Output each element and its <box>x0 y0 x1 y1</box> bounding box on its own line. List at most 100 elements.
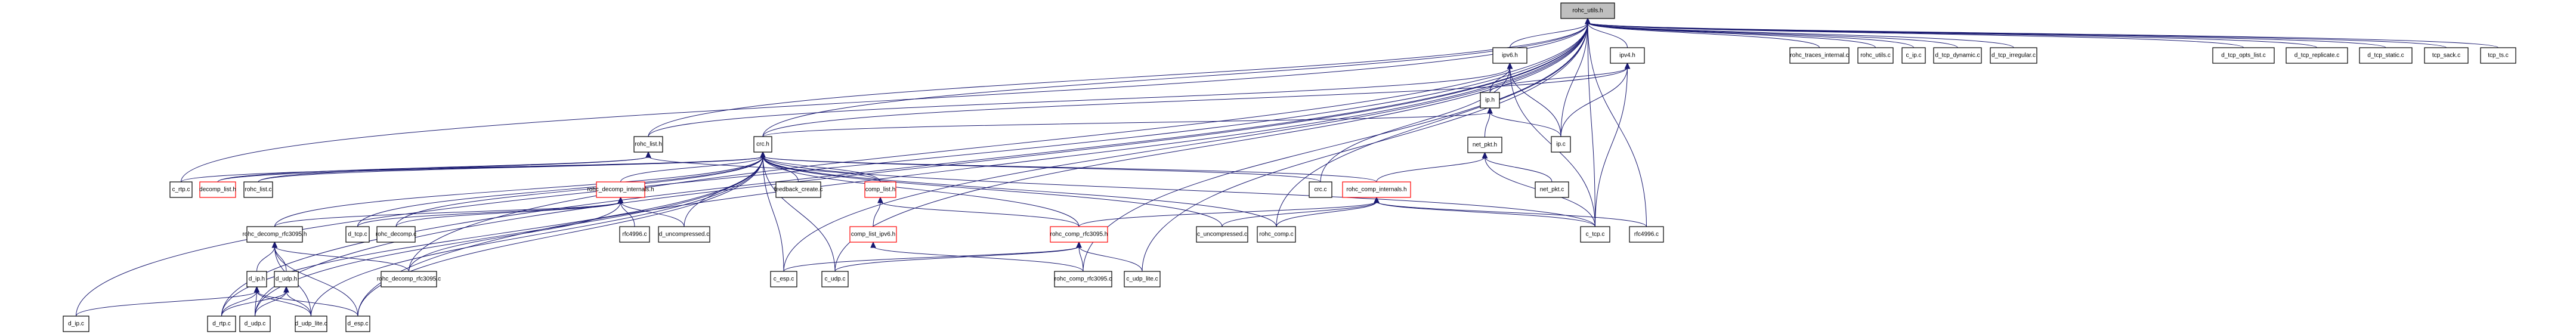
node-box[interactable] <box>199 181 236 198</box>
node-box[interactable] <box>345 316 370 332</box>
node-tcp-ts-c[interactable]: tcp_ts.c <box>2480 47 2516 64</box>
node-c-uncompressed-c[interactable]: c_uncompressed.c <box>1196 226 1248 243</box>
node-box[interactable] <box>2480 47 2516 64</box>
node-c-udp-lite-c[interactable]: c_udp_lite.c <box>1124 271 1161 287</box>
node-box[interactable] <box>1467 137 1502 153</box>
node-d-tcp-irregular-c[interactable]: d_tcp_irregular.c <box>1990 47 2037 64</box>
node-feedback-create-c[interactable]: feedback_create.c <box>774 181 823 198</box>
node-box[interactable] <box>596 181 645 198</box>
node-box[interactable] <box>1901 47 1926 64</box>
node-box[interactable] <box>1560 2 1615 19</box>
node-box[interactable] <box>239 316 271 332</box>
node-box[interactable] <box>1535 181 1569 198</box>
node-crc-c[interactable]: crc.c <box>1309 181 1332 198</box>
node-box[interactable] <box>1124 271 1161 287</box>
node-rohc-list-c[interactable]: rohc_list.c <box>243 181 273 198</box>
node-box[interactable] <box>246 226 303 243</box>
node-c-esp-c[interactable]: c_esp.c <box>770 271 797 287</box>
node-rohc-comp-rfc3095-h[interactable]: rohc_comp_rfc3095.h <box>1050 226 1108 243</box>
node-d-tcp-dynamic-c[interactable]: d_tcp_dynamic.c <box>1933 47 1982 64</box>
node-box[interactable] <box>1789 47 1850 64</box>
node-box[interactable] <box>619 226 650 243</box>
node-box[interactable] <box>169 181 193 198</box>
node-d-tcp-static-c[interactable]: d_tcp_static.c <box>2359 47 2413 64</box>
node-box[interactable] <box>207 316 236 332</box>
node-box[interactable] <box>775 181 821 198</box>
node-box[interactable] <box>246 271 267 287</box>
node-rohc-comp-c[interactable]: rohc_comp.c <box>1257 226 1296 243</box>
node-tcp-sack-c[interactable]: tcp_sack.c <box>2424 47 2469 64</box>
node-rohc-decomp-rfc3095-h[interactable]: rohc_decomp_rfc3095.h <box>243 226 307 243</box>
node-box[interactable] <box>1054 271 1112 287</box>
node-d-udp-c[interactable]: d_udp.c <box>239 316 271 332</box>
node-d-ip-h[interactable]: d_ip.h <box>246 271 267 287</box>
node-c-rtp-c[interactable]: c_rtp.c <box>169 181 193 198</box>
node-box[interactable] <box>345 226 370 243</box>
node-box[interactable] <box>1857 47 1894 64</box>
node-box[interactable] <box>1933 47 1982 64</box>
node-rohc-decomp-internals-h[interactable]: rohc_decomp_internals.h <box>587 181 654 198</box>
node-c-udp-c[interactable]: c_udp.c <box>821 271 849 287</box>
node-rohc-decomp-c[interactable]: rohc_decomp.c <box>376 226 416 243</box>
node-box[interactable] <box>753 136 772 153</box>
node-comp-list-ipv6-h[interactable]: comp_list_ipv6.h <box>849 226 897 243</box>
node-d-esp-c[interactable]: d_esp.c <box>345 316 370 332</box>
node-d-udp-lite-c[interactable]: d_udp_lite.c <box>295 316 327 332</box>
node-decomp-list-h[interactable]: decomp_list.h <box>199 181 236 198</box>
node-d-udp-h[interactable]: d_udp.h <box>274 271 299 287</box>
node-box[interactable] <box>295 316 327 332</box>
node-box[interactable] <box>274 271 299 287</box>
node-box[interactable] <box>243 181 273 198</box>
node-rfc4996-c-a[interactable]: rfc4996.c <box>619 226 650 243</box>
node-box[interactable] <box>770 271 797 287</box>
node-crc-h[interactable]: crc.h <box>753 136 772 153</box>
node-box[interactable] <box>2359 47 2413 64</box>
node-rohc-comp-rfc3095-c[interactable]: rohc_comp_rfc3095.c <box>1054 271 1112 287</box>
node-box[interactable] <box>1342 181 1411 198</box>
node-rohc-utils-c[interactable]: rohc_utils.c <box>1857 47 1894 64</box>
node-box[interactable] <box>633 136 663 153</box>
node-d-ip-c[interactable]: d_ip.c <box>63 316 89 332</box>
node-net-pkt-h[interactable]: net_pkt.h <box>1467 137 1502 153</box>
node-box[interactable] <box>1629 226 1664 243</box>
node-d-tcp-replicate-c[interactable]: d_tcp_replicate.c <box>2286 47 2348 64</box>
node-box[interactable] <box>1050 226 1108 243</box>
node-ipv6-h[interactable]: ipv6.h <box>1492 47 1527 64</box>
node-net-pkt-c[interactable]: net_pkt.c <box>1535 181 1569 198</box>
node-rohc-utils-h[interactable]: rohc_utils.h <box>1560 2 1615 19</box>
node-box[interactable] <box>821 271 849 287</box>
node-box[interactable] <box>864 181 896 198</box>
node-c-tcp-c[interactable]: c_tcp.c <box>1580 226 1610 243</box>
node-ipv4-h[interactable]: ipv4.h <box>1610 47 1645 64</box>
node-box[interactable] <box>1196 226 1248 243</box>
node-box[interactable] <box>1990 47 2037 64</box>
node-d-tcp-c[interactable]: d_tcp.c <box>345 226 370 243</box>
node-box[interactable] <box>63 316 89 332</box>
node-c-ip-c[interactable]: c_ip.c <box>1901 47 1926 64</box>
node-box[interactable] <box>1551 136 1571 153</box>
node-comp-list-h[interactable]: comp_list.h <box>864 181 896 198</box>
node-box[interactable] <box>2424 47 2469 64</box>
node-box[interactable] <box>658 226 710 243</box>
node-rfc4996-c-b[interactable]: rfc4996.c <box>1629 226 1664 243</box>
node-box[interactable] <box>1492 47 1527 64</box>
node-ip-h[interactable]: ip.h <box>1480 92 1500 109</box>
node-d-uncompressed-c[interactable]: d_uncompressed.c <box>658 226 710 243</box>
node-rohc-list-h[interactable]: rohc_list.h <box>633 136 663 153</box>
node-box[interactable] <box>376 226 416 243</box>
node-box[interactable] <box>2286 47 2348 64</box>
node-box[interactable] <box>849 226 897 243</box>
node-box[interactable] <box>1580 226 1610 243</box>
node-box[interactable] <box>1480 92 1500 109</box>
node-rohc-traces-internal-c[interactable]: rohc_traces_internal.c <box>1789 47 1850 64</box>
node-box[interactable] <box>1309 181 1332 198</box>
node-box[interactable] <box>381 271 437 287</box>
node-d-tcp-opts-list-c[interactable]: d_tcp_opts_list.c <box>2212 47 2275 64</box>
node-box[interactable] <box>1610 47 1645 64</box>
node-d-rtp-c[interactable]: d_rtp.c <box>207 316 236 332</box>
node-rohc-decomp-rfc3095-c[interactable]: rohc_decomp_rfc3095.c <box>377 271 441 287</box>
node-rohc-comp-internals-h[interactable]: rohc_comp_internals.h <box>1342 181 1411 198</box>
node-box[interactable] <box>2212 47 2275 64</box>
node-box[interactable] <box>1257 226 1296 243</box>
node-ip-c[interactable]: ip.c <box>1551 136 1571 153</box>
